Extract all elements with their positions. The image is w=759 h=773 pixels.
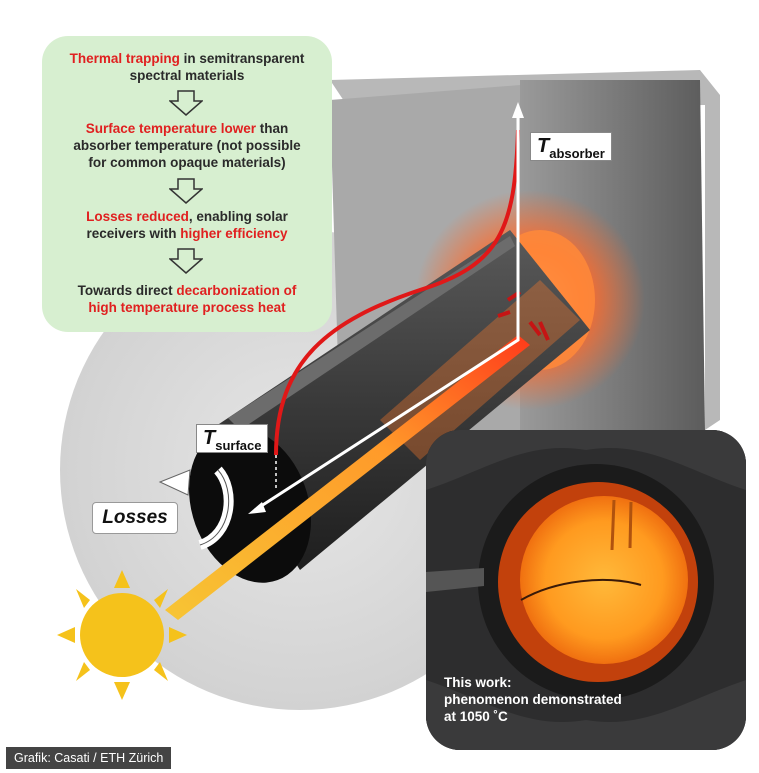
- t-surface-label: Tsurface: [196, 424, 269, 453]
- step4-line2-highlight: high temperature process heat: [88, 300, 286, 315]
- experiment-photo: [426, 430, 746, 750]
- step1-line2: spectral materials: [129, 68, 245, 83]
- step2-highlight: Surface temperature lower: [85, 121, 257, 136]
- step4-line1-plain: Towards direct: [77, 283, 177, 298]
- down-arrow-icon: [169, 248, 203, 274]
- receiver-tube: [210, 230, 590, 570]
- t-absorber-subscript: absorber: [549, 146, 605, 161]
- tube-top-edge: [228, 236, 515, 430]
- sun-icon: [57, 570, 187, 700]
- step3-line2-plain: receivers with: [86, 226, 181, 241]
- down-arrow-icon: [169, 90, 203, 116]
- step3-rest: , enabling solar: [188, 209, 288, 224]
- inset-line2: phenomenon demonstrated: [444, 692, 622, 707]
- step-thermal-trapping: Thermal trapping in semitransparent spec…: [42, 50, 332, 84]
- radiation-arrows: [497, 290, 550, 341]
- losses-arrow-outline: [199, 469, 230, 546]
- down-arrow-icon: [169, 178, 203, 204]
- inset-line1: This work:: [444, 675, 512, 690]
- step4-line1-highlight: decarbonization of: [176, 283, 297, 298]
- step2-line2: absorber temperature (not possible: [73, 138, 301, 153]
- t-absorber-symbol: T: [537, 135, 550, 157]
- t-absorber-label: Tabsorber: [530, 132, 612, 161]
- t-surface-subscript: surface: [215, 438, 262, 453]
- t-surface-symbol: T: [203, 427, 216, 449]
- experiment-photo-inset: This work: phenomenon demonstrated at 10…: [426, 430, 746, 750]
- step3-highlight: Losses reduced: [86, 209, 189, 224]
- axis-arrowhead-down: [248, 502, 266, 514]
- step-decarbonization: Towards direct decarbonization of high t…: [42, 282, 332, 316]
- step1-highlight: Thermal trapping: [69, 51, 180, 66]
- step-losses-reduced: Losses reduced, enabling solar receivers…: [42, 208, 332, 242]
- temperature-curve: [274, 129, 520, 456]
- inset-caption: This work: phenomenon demonstrated at 10…: [444, 674, 622, 725]
- image-credit: Grafik: Casati / ETH Zürich: [6, 747, 172, 769]
- step2-line3: for common opaque materials): [88, 155, 286, 170]
- tube-front-opening: [189, 427, 311, 583]
- step1-rest: in semitransparent: [179, 51, 305, 66]
- step2-rest: than: [256, 121, 289, 136]
- losses-label: Losses: [92, 502, 178, 534]
- step3-line2-highlight: higher efficiency: [180, 226, 288, 241]
- axis-arrowhead-up: [512, 102, 524, 118]
- step-surface-temperature: Surface temperature lower than absorber …: [42, 120, 332, 171]
- losses-arrowhead: [158, 469, 191, 496]
- axis-arrows: [254, 112, 520, 512]
- inset-line3: at 1050 ˚C: [444, 709, 508, 724]
- sunlight-beam: [165, 335, 530, 620]
- flow-panel: Thermal trapping in semitransparent spec…: [42, 36, 332, 332]
